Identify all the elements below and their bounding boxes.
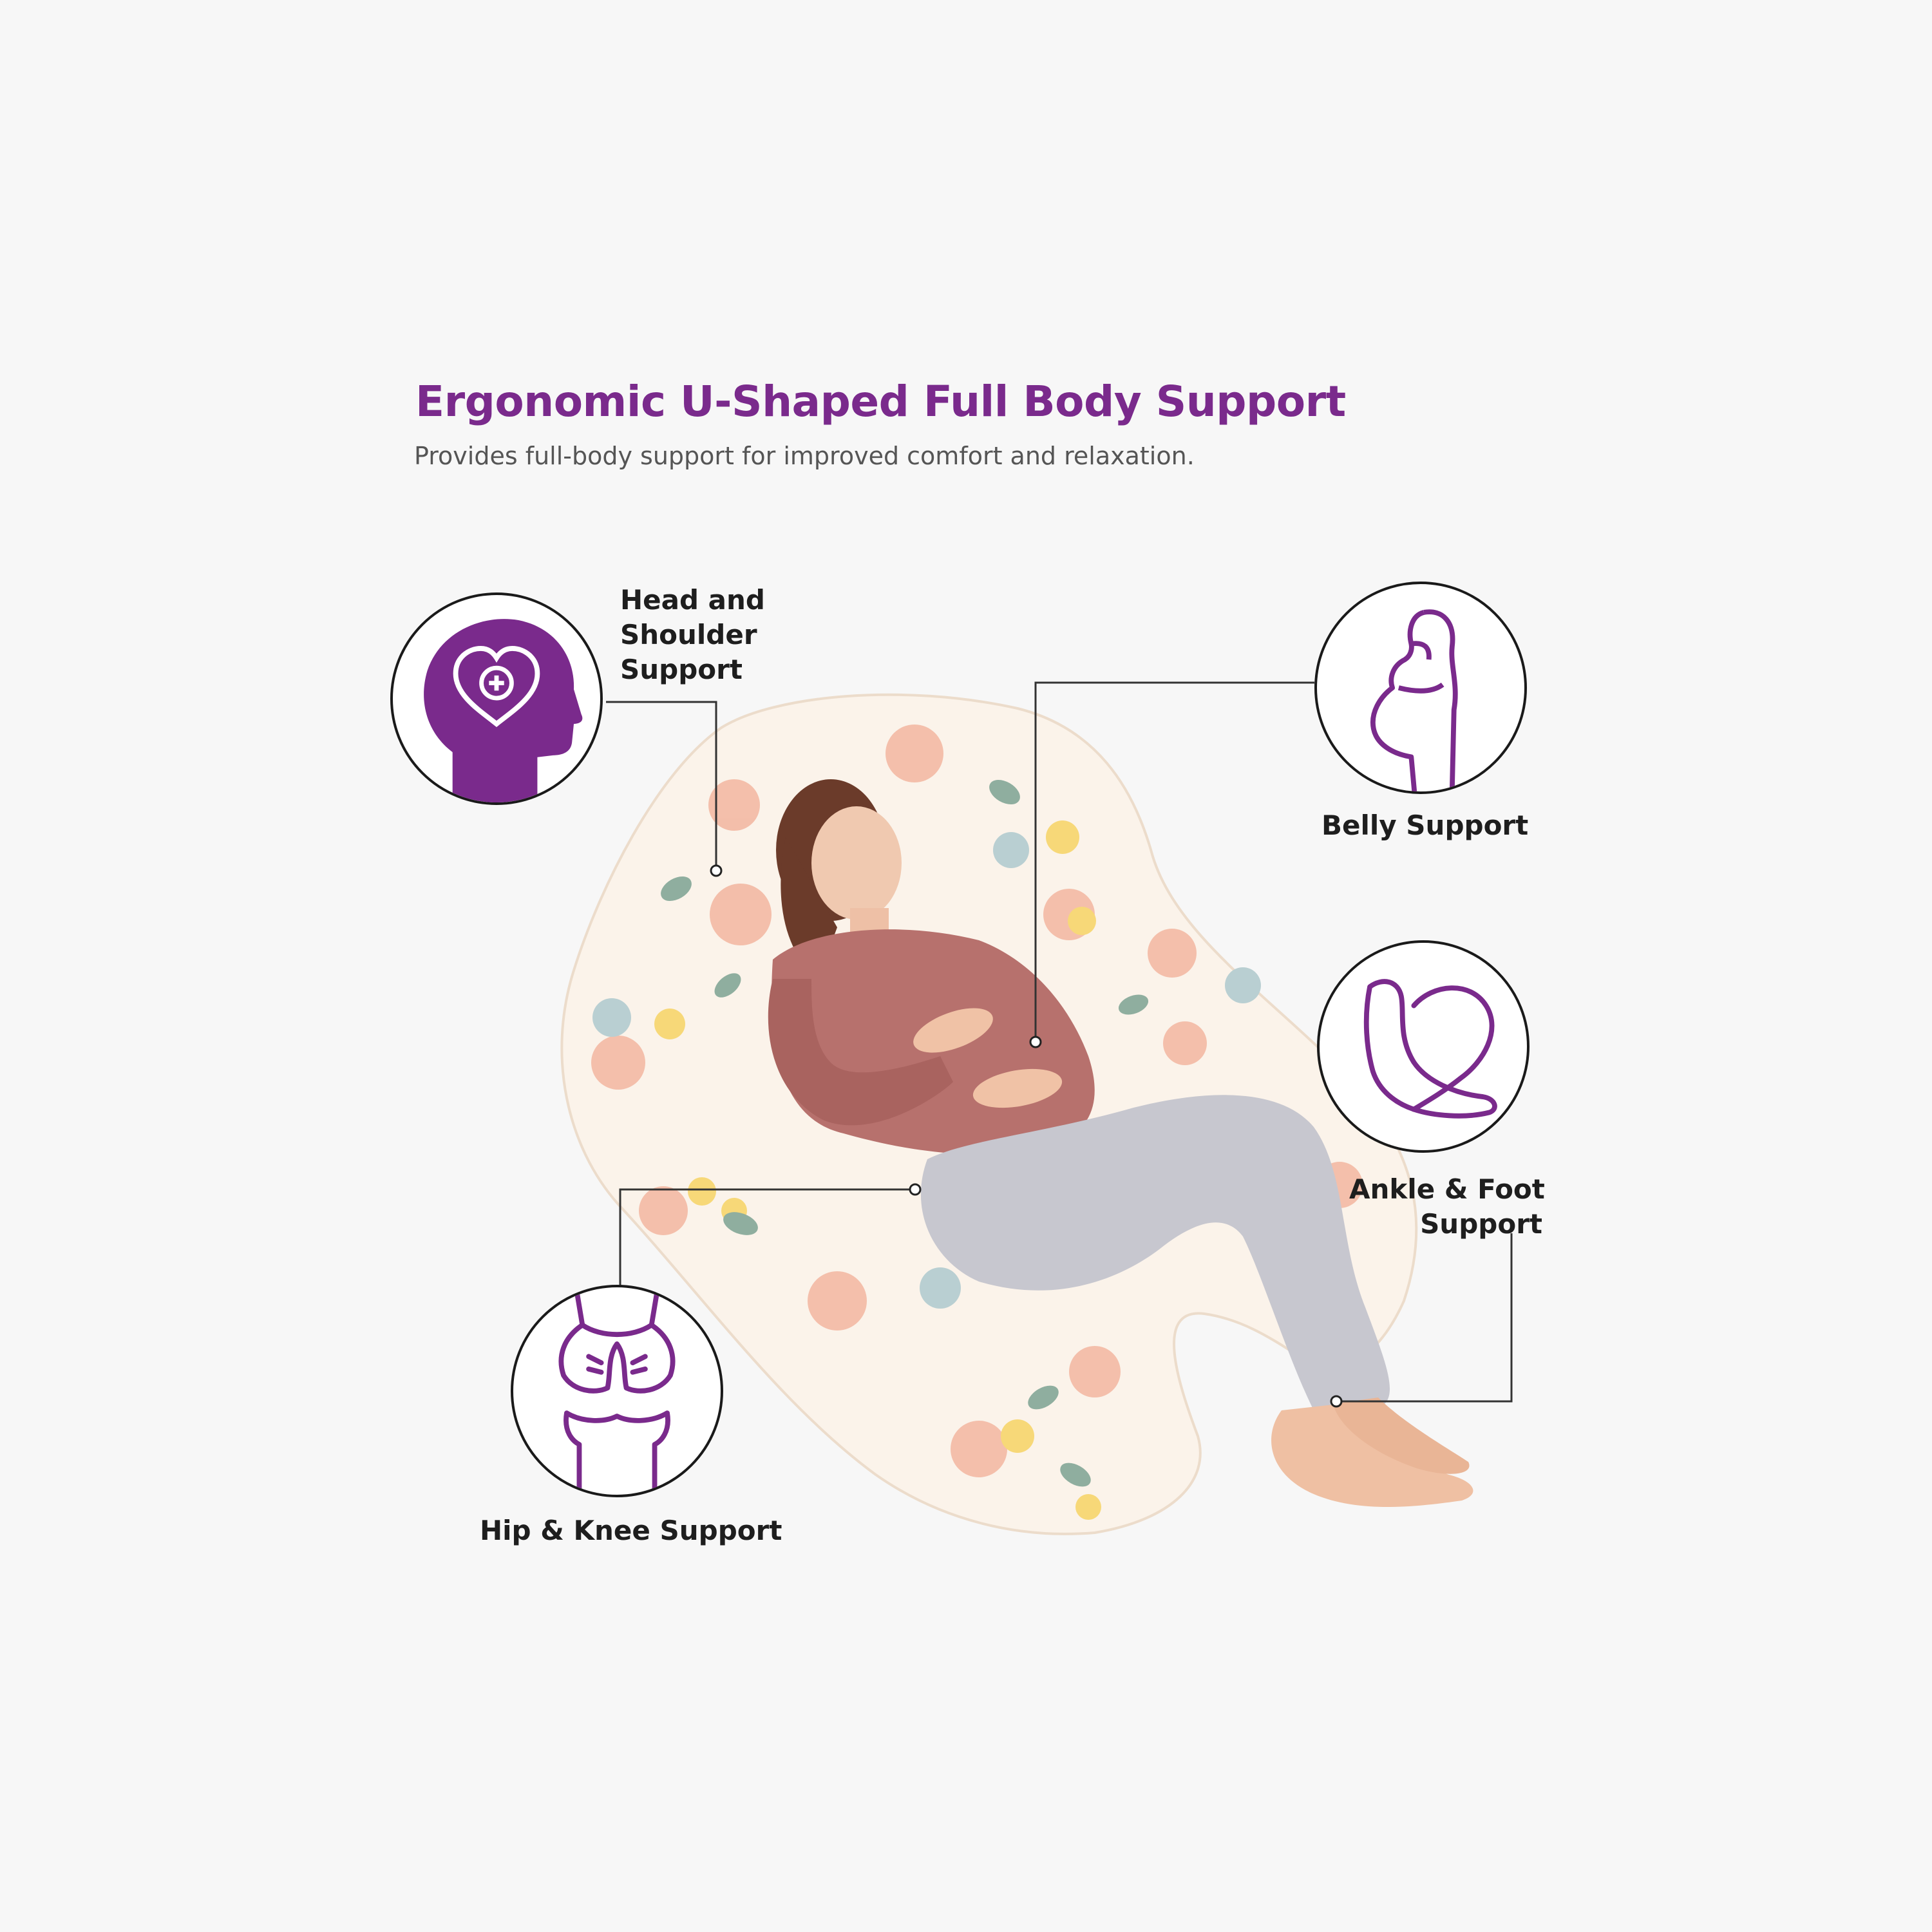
foot-heart-icon — [1363, 979, 1497, 1119]
hip-support-label: Hip & Knee Support — [480, 1515, 782, 1546]
ankle-support-label: Ankle & Foot Support — [1349, 1173, 1545, 1240]
head-marker-dot — [710, 864, 723, 877]
ankle-feature-circle — [1317, 940, 1530, 1153]
belly-feature-circle — [1314, 582, 1527, 794]
belly-support-label: Belly Support — [1321, 810, 1529, 841]
page-subtitle: Provides full-body support for improved … — [414, 442, 1195, 470]
head-feature-circle — [390, 592, 603, 805]
hip-marker-dot — [909, 1183, 922, 1196]
head-heart-icon — [424, 619, 583, 802]
hip-feature-circle — [511, 1285, 723, 1497]
pregnant-woman-icon — [1370, 609, 1458, 791]
page-title: Ergonomic U-Shaped Full Body Support — [415, 377, 1346, 426]
belly-marker-dot — [1029, 1036, 1042, 1048]
ankle-marker-dot — [1330, 1395, 1343, 1408]
knee-joint-icon — [558, 1287, 676, 1495]
head-support-label: Head and Shoulder Support — [620, 584, 765, 685]
connector-lines — [606, 681, 1513, 1403]
woman-figure — [768, 779, 1473, 1507]
